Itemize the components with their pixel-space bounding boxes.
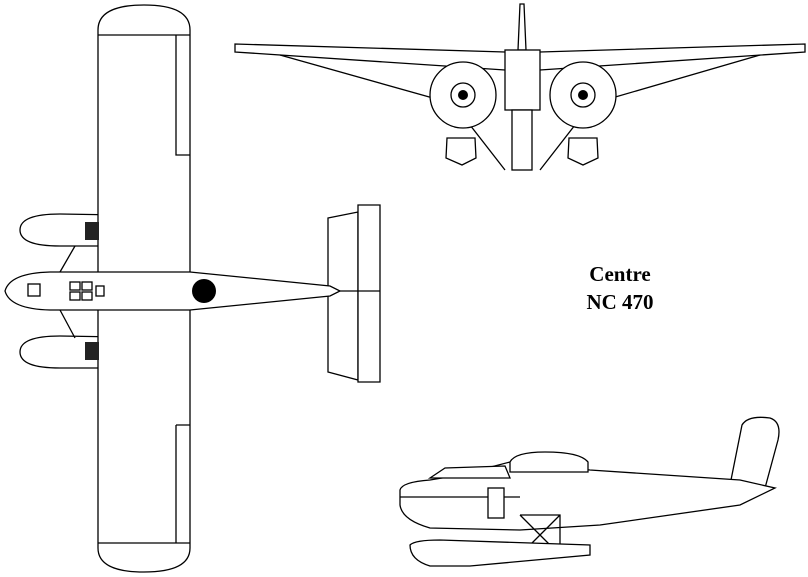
tail-stabilizer bbox=[327, 211, 359, 381]
aircraft-manufacturer-label: Centre bbox=[589, 262, 651, 286]
front-view bbox=[234, 3, 806, 171]
fuselage-plan bbox=[4, 271, 342, 311]
tail-elevator bbox=[357, 204, 381, 383]
side-view bbox=[399, 416, 780, 567]
aircraft-model-label: NC 470 bbox=[586, 290, 654, 314]
fin-side bbox=[729, 416, 780, 489]
fin-front bbox=[517, 3, 527, 51]
roundel bbox=[192, 279, 216, 303]
float-side bbox=[409, 539, 591, 567]
float-front-left bbox=[445, 137, 477, 166]
plan-view bbox=[4, 4, 381, 573]
float-front-right bbox=[567, 137, 599, 166]
